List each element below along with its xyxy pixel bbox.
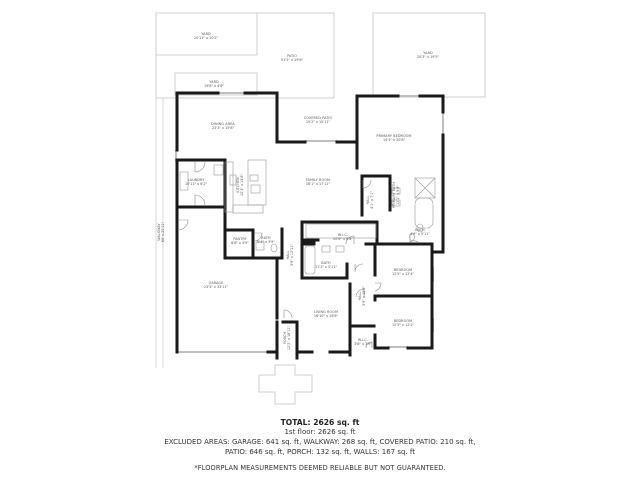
excluded-areas-line-1: EXCLUDED AREAS: GARAGE: 641 sq. ft, WALK… bbox=[164, 438, 476, 446]
fixtures bbox=[179, 159, 436, 275]
excluded-areas-line-2: PATIO: 646 sq. ft, PORCH: 132 sq. ft, WA… bbox=[224, 448, 415, 456]
walls bbox=[175, 91, 445, 360]
disclaimer: *FLOORPLAN MEASUREMENTS DEEMED RELIABLE … bbox=[194, 464, 446, 472]
room-wic-bedroom: W.I.C.3'8" x 3'9" bbox=[354, 337, 372, 346]
floor-area: 1st floor: 2626 sq. ft bbox=[284, 428, 356, 436]
floor-plan-drawing bbox=[155, 12, 486, 405]
total-area: TOTAL: 2626 sq. ft bbox=[280, 418, 360, 427]
doors bbox=[177, 161, 419, 349]
room-wic-main: W.I.C.20'6" x 6'8" bbox=[333, 232, 353, 241]
